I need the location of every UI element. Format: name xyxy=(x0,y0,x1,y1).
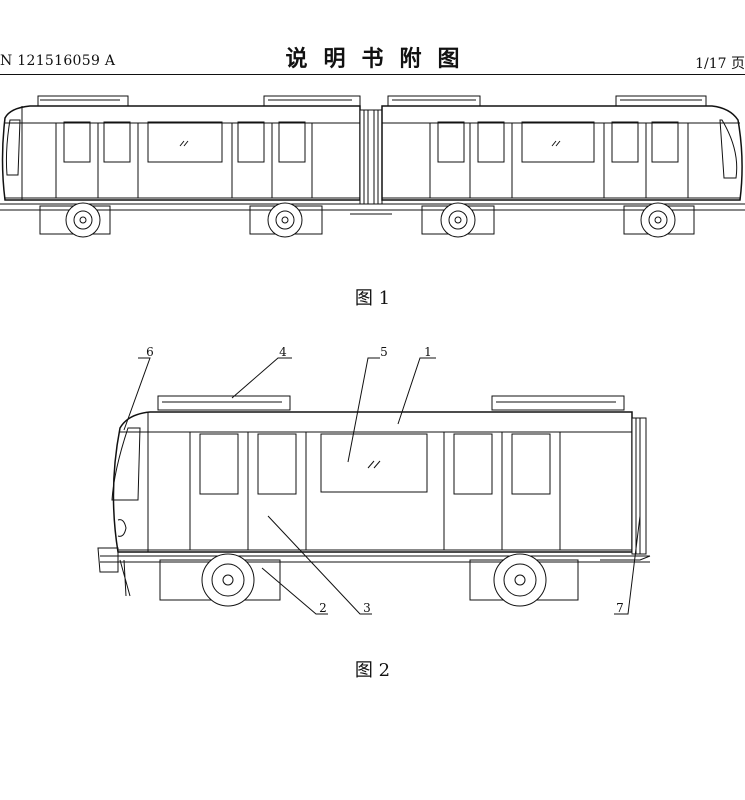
part-label-7: 7 xyxy=(616,601,624,615)
car-body xyxy=(111,411,647,555)
figure-2-drawing xyxy=(97,357,651,615)
part-label-1: 1 xyxy=(424,345,432,359)
roof-equipment xyxy=(37,95,707,107)
figure-1-caption: 图 1 xyxy=(354,288,391,309)
part-label-6: 6 xyxy=(146,345,154,359)
leader-lines xyxy=(123,357,641,615)
patent-number: N 121516059 A xyxy=(0,53,116,69)
front-coupler xyxy=(97,547,131,597)
right-car-body xyxy=(381,105,743,201)
part-label-5: 5 xyxy=(380,345,388,359)
gangway xyxy=(359,109,383,205)
bogie xyxy=(39,202,111,238)
bogie xyxy=(421,202,495,238)
part-label-2: 2 xyxy=(319,601,327,615)
roof-equipment xyxy=(157,395,625,411)
part-label-4: 4 xyxy=(279,345,287,359)
page-title: 说明书附图 xyxy=(285,46,476,72)
part-label-3: 3 xyxy=(363,601,371,615)
header-rule xyxy=(0,74,745,75)
bogie xyxy=(159,553,281,607)
figure-1-drawing xyxy=(0,95,745,238)
left-car-body xyxy=(1,105,361,201)
bogie xyxy=(249,202,323,238)
bogie xyxy=(623,202,695,238)
bogie xyxy=(469,553,579,607)
figure-2-caption: 图 2 xyxy=(354,660,391,681)
page-number: 1/17 页 xyxy=(695,56,745,72)
